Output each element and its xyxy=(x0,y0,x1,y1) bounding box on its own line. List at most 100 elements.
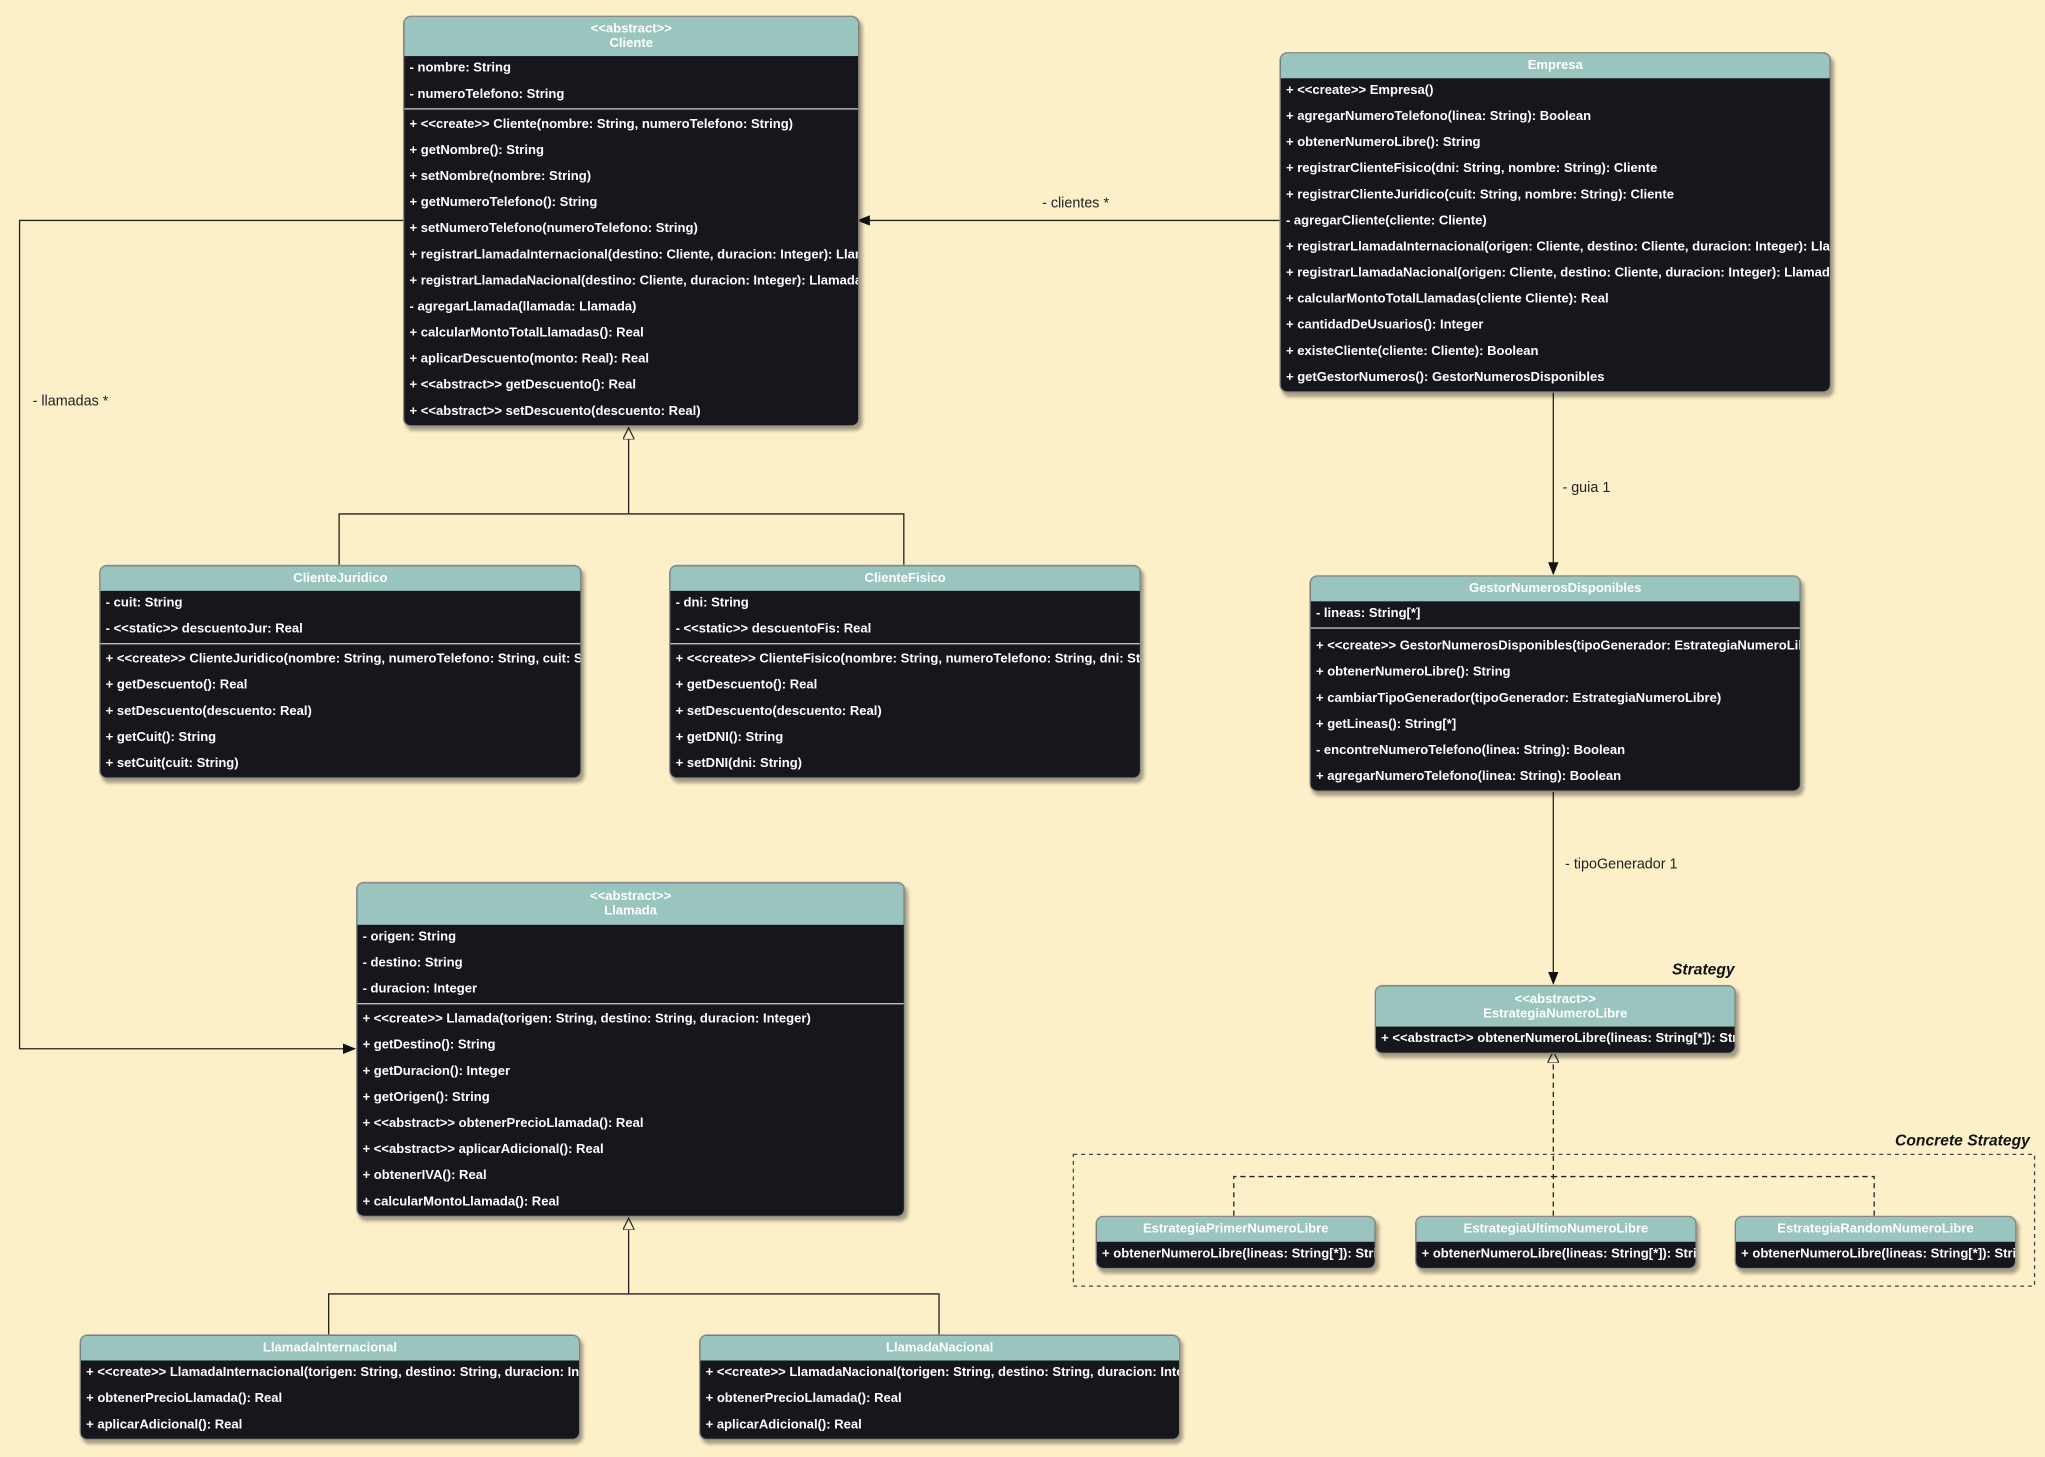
class-header: LlamadaInternacional xyxy=(80,1335,580,1361)
attribute: - duracion: Integer xyxy=(362,982,478,997)
method: + getNombre(): String xyxy=(409,143,544,158)
method: + <<create>> GestorNumerosDisponibles(ti… xyxy=(1315,639,1802,654)
class-llamada-nacional[interactable]: LlamadaNacional + <<create>> LlamadaNaci… xyxy=(699,1334,1181,1441)
class-name: LlamadaInternacional xyxy=(262,1340,398,1356)
attribute: - origen: String xyxy=(362,930,457,945)
realize-random xyxy=(1553,1175,1875,1216)
attribute: - lineas: String[*] xyxy=(1315,606,1421,621)
methods: + obtenerNumeroLibre(lineas: String[*]):… xyxy=(1416,1242,1697,1268)
method: + getDestino(): String xyxy=(362,1038,496,1053)
method: + obtenerNumeroLibre(lineas: String[*]):… xyxy=(1421,1246,1697,1262)
label-tipo-generador: - tipoGenerador 1 xyxy=(1565,856,1678,873)
method: + aplicarAdicional(): Real xyxy=(86,1417,243,1433)
class-gestor-numeros-disponibles[interactable]: GestorNumerosDisponibles - lineas: Strin… xyxy=(1309,575,1802,792)
class-name: EstrategiaNumeroLibre xyxy=(1483,1006,1628,1021)
realize-primer xyxy=(1233,1175,1554,1216)
label-concrete-strategy: Concrete Strategy xyxy=(1895,1130,2030,1150)
method: + setDescuento(descuento: Real) xyxy=(675,704,882,719)
class-header: LlamadaNacional xyxy=(700,1335,1180,1361)
class-header: GestorNumerosDisponibles xyxy=(1310,576,1800,602)
class-name: EstrategiaPrimerNumeroLibre xyxy=(1142,1222,1329,1237)
attributes: - origen: String - destino: String - dur… xyxy=(357,925,903,1003)
method: - agregarCliente(cliente: Cliente) xyxy=(1285,213,1487,229)
method: + getLineas(): String[*] xyxy=(1315,717,1457,732)
class-llamada[interactable]: <<abstract>> Llamada - origen: String - … xyxy=(356,881,906,1217)
method: + <<create>> LlamadaNacional(torigen: St… xyxy=(705,1365,1181,1381)
class-name: ClienteJuridico xyxy=(293,571,388,586)
method: + <<create>> ClienteJuridico(nombre: Str… xyxy=(105,652,582,667)
method: + setDNI(dni: String) xyxy=(675,756,803,771)
class-estrategia-random-numero-libre[interactable]: EstrategiaRandomNumeroLibre + obtenerNum… xyxy=(1734,1215,2017,1270)
class-name: EstrategiaRandomNumeroLibre xyxy=(1777,1222,1974,1237)
methods: + obtenerNumeroLibre(lineas: String[*]):… xyxy=(1736,1242,2015,1268)
class-header: <<abstract>> Cliente xyxy=(404,16,859,57)
method: + <<abstract>> getDescuento(): Real xyxy=(409,378,637,393)
attribute: - cuit: String xyxy=(105,596,183,611)
method: + obtenerNumeroLibre(lineas: String[*]):… xyxy=(1102,1246,1376,1262)
method: + getDescuento(): Real xyxy=(105,678,248,693)
label-llamadas: - llamadas * xyxy=(32,393,109,410)
class-header: <<abstract>> Llamada xyxy=(357,883,904,925)
class-header: <<abstract>> EstrategiaNumeroLibre xyxy=(1375,986,1735,1027)
class-header: EstrategiaUltimoNumeroLibre xyxy=(1416,1216,1696,1242)
method: + agregarNumeroTelefono(linea: String): … xyxy=(1285,109,1592,124)
class-name: ClienteFisico xyxy=(864,571,946,586)
method: + getDNI(): String xyxy=(675,730,784,745)
method: + registrarLlamadaInternacional(destino:… xyxy=(409,247,860,263)
class-header: ClienteFisico xyxy=(670,566,1140,591)
class-name: GestorNumerosDisponibles xyxy=(1469,581,1642,597)
method: + existeCliente(cliente: Cliente): Boole… xyxy=(1285,344,1539,359)
method: + getDuracion(): Integer xyxy=(362,1064,511,1079)
method: + registrarLlamadaNacional(origen: Clien… xyxy=(1285,266,1832,281)
attributes: - lineas: String[*] xyxy=(1311,601,1800,627)
method: + registrarLlamadaInternacional(origen: … xyxy=(1285,240,1832,255)
class-estrategia-primer-numero-libre[interactable]: EstrategiaPrimerNumeroLibre + obtenerNum… xyxy=(1095,1215,1376,1270)
method: + aplicarAdicional(): Real xyxy=(705,1417,862,1433)
inherit-llamada-nacional xyxy=(628,1293,940,1335)
class-stereotype: <<abstract>> xyxy=(589,889,672,904)
label-strategy: Strategy xyxy=(1671,960,1735,979)
class-llamada-internacional[interactable]: LlamadaInternacional + <<create>> Llamad… xyxy=(79,1334,581,1441)
class-name: Llamada xyxy=(604,903,658,919)
methods: + <<create>> LlamadaInternacional(torige… xyxy=(81,1360,579,1438)
inherit-cliente-juridico xyxy=(338,513,629,565)
methods: + <<create>> ClienteJuridico(nombre: Str… xyxy=(100,643,582,777)
method: + getOrigen(): String xyxy=(362,1090,490,1105)
class-header: ClienteJuridico xyxy=(100,566,581,591)
method: + <<abstract>> obtenerNumeroLibre(lineas… xyxy=(1381,1031,1736,1047)
class-cliente-fisico[interactable]: ClienteFisico - dni: String - <<static>>… xyxy=(669,564,1142,779)
method: + agregarNumeroTelefono(linea: String): … xyxy=(1315,769,1622,784)
class-empresa[interactable]: Empresa + <<create>> Empresa() + agregar… xyxy=(1279,52,1832,393)
class-cliente-juridico[interactable]: ClienteJuridico - cuit: String - <<stati… xyxy=(99,564,582,779)
method: + cantidadDeUsuarios(): Integer xyxy=(1285,318,1484,333)
methods: + <<create>> LlamadaNacional(torigen: St… xyxy=(700,1360,1179,1438)
class-cliente[interactable]: <<abstract>> Cliente - nombre: String - … xyxy=(403,15,860,427)
class-name: LlamadaNacional xyxy=(886,1340,994,1356)
method: + <<abstract>> setDescuento(descuento: R… xyxy=(409,404,701,419)
class-name: Empresa xyxy=(1527,58,1583,74)
method: + setNumeroTelefono(numeroTelefono: Stri… xyxy=(409,221,698,237)
method: + calcularMontoTotalLlamadas(cliente Cli… xyxy=(1285,292,1609,307)
class-stereotype: <<abstract>> xyxy=(1514,991,1596,1007)
method: + obtenerIVA(): Real xyxy=(362,1168,487,1184)
class-header: EstrategiaRandomNumeroLibre xyxy=(1735,1216,2016,1242)
method: + <<create>> Empresa() xyxy=(1285,83,1434,98)
attribute: - <<static>> descuentoJur: Real xyxy=(105,622,303,637)
method: + setCuit(cuit: String) xyxy=(105,756,239,771)
attribute: - numeroTelefono: String xyxy=(409,87,565,102)
inherit-cliente-fisico xyxy=(628,513,905,565)
methods: + <<create>> Empresa() + agregarNumeroTe… xyxy=(1281,78,1830,391)
method: + getGestorNumeros(): GestorNumerosDispo… xyxy=(1285,370,1605,385)
attribute: - <<static>> descuentoFis: Real xyxy=(675,622,872,637)
class-estrategia-ultimo-numero-libre[interactable]: EstrategiaUltimoNumeroLibre + obtenerNum… xyxy=(1415,1215,1697,1270)
class-header: EstrategiaPrimerNumeroLibre xyxy=(1096,1216,1375,1242)
class-header: Empresa xyxy=(1280,53,1830,79)
attributes: - nombre: String - numeroTelefono: Strin… xyxy=(404,56,858,108)
method: + obtenerNumeroLibre(lineas: String[*]):… xyxy=(1741,1246,2017,1262)
class-estrategia-numero-libre[interactable]: <<abstract>> EstrategiaNumeroLibre + <<a… xyxy=(1374,984,1736,1054)
method: + <<create>> Cliente(nombre: String, num… xyxy=(409,117,794,132)
method: + obtenerNumeroLibre(): String xyxy=(1315,665,1511,680)
attribute: - dni: String xyxy=(675,596,749,611)
